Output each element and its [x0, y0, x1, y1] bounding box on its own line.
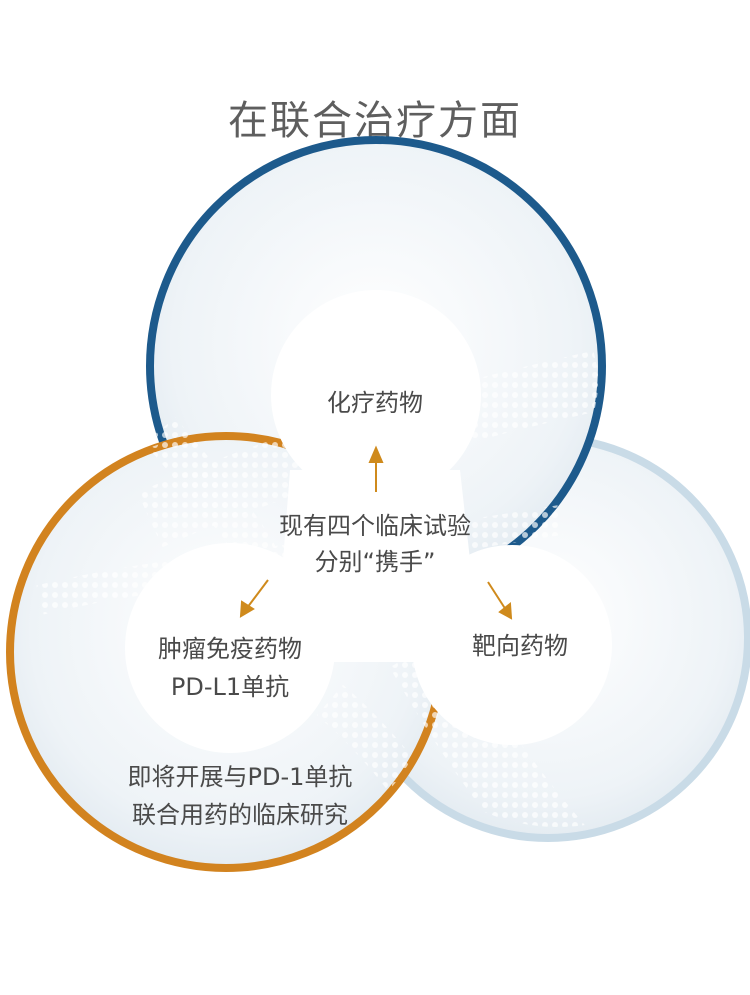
center-label-line-1: 现有四个临床试验 [279, 512, 471, 540]
target-label: 靶向药物 [472, 632, 568, 660]
center-clover [125, 290, 612, 753]
chemo-label: 化疗药物 [327, 389, 423, 417]
immuno-label-line-2: PD-L1单抗 [170, 673, 290, 701]
arrow-down-right-icon [487, 581, 513, 620]
footer-line-2: 联合用药的临床研究 [132, 801, 348, 829]
arrow-down-left-icon [239, 579, 269, 618]
center-label: 现有四个临床试验 分别“携手” [225, 508, 525, 580]
immuno-label-line-1: 肿瘤免疫药物 [158, 635, 302, 663]
footer-text: 即将开展与PD-1单抗 联合用药的临床研究 [60, 758, 420, 834]
immuno-label: 肿瘤免疫药物 PD-L1单抗 [120, 630, 340, 706]
footer-line-1: 即将开展与PD-1单抗 [127, 763, 353, 791]
arrow-up-icon [368, 445, 384, 492]
center-label-line-2: 分别“携手” [314, 548, 436, 576]
